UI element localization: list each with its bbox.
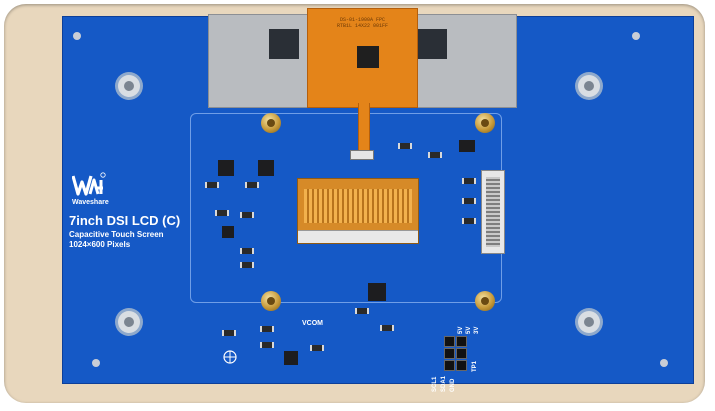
mounting-hole (118, 75, 140, 97)
product-subtitle: Capacitive Touch Screen 1024×600 Pixels (69, 230, 164, 250)
smd-component (462, 178, 476, 184)
transistor-ic (459, 140, 475, 152)
brass-standoff (261, 291, 281, 311)
smd-component (240, 248, 254, 254)
brass-standoff (475, 291, 495, 311)
smd-component (205, 182, 219, 188)
mcu-chip (368, 283, 386, 301)
mounting-hole (118, 311, 140, 333)
subtitle-line: Capacitive Touch Screen (69, 230, 164, 239)
corner-via (73, 32, 81, 40)
smd-component (355, 308, 369, 314)
smd-component (240, 262, 254, 268)
inductor (284, 351, 298, 365)
smd-component (245, 182, 259, 188)
corner-via (660, 359, 668, 367)
header-pin (456, 348, 467, 359)
subtitle-line: 1024×600 Pixels (69, 240, 131, 249)
regulator-ic (222, 226, 234, 238)
inductor (218, 160, 234, 176)
header-pin (456, 336, 467, 347)
product-title: 7inch DSI LCD (C) (69, 213, 181, 228)
fiducial-mark-icon (223, 350, 237, 364)
corner-via (632, 32, 640, 40)
smd-component (215, 210, 229, 216)
smd-component (462, 218, 476, 224)
mounting-hole (578, 75, 600, 97)
inductor (258, 160, 274, 176)
touch-controller-chip (357, 46, 379, 68)
small-connector (350, 150, 374, 160)
header-pin (444, 336, 455, 347)
header-label: 5V (466, 326, 472, 334)
header-pin (456, 360, 467, 371)
smd-component (240, 212, 254, 218)
brass-standoff (475, 113, 495, 133)
fpc-tail (358, 103, 370, 153)
smd-component (310, 345, 324, 351)
header-pin (444, 348, 455, 359)
connector-latch (298, 230, 418, 243)
brand-name: Waveshare (72, 199, 109, 206)
vcom-label: VCOM (302, 320, 323, 327)
smd-component (380, 325, 394, 331)
smd-component (222, 330, 236, 336)
header-label: SCL1 (432, 376, 438, 392)
smd-component (260, 342, 274, 348)
side-fpc-connector (481, 170, 505, 254)
dsi-ribbon-connector (297, 178, 419, 244)
smd-component (428, 152, 442, 158)
mounting-hole (578, 311, 600, 333)
glass-component (269, 29, 299, 59)
corner-via (92, 359, 100, 367)
header-label: 3V (474, 326, 480, 334)
header-label: GND (450, 378, 456, 392)
smd-component (462, 198, 476, 204)
header-label: SDA1 (441, 375, 447, 392)
touch-fpc: DS-01-1900A FPC RTB1L 14X22 001FF (307, 8, 418, 108)
ribbon-contacts (304, 189, 412, 223)
smd-component (398, 143, 412, 149)
fpc-marking: DS-01-1900A FPC RTB1L 14X22 001FF (336, 17, 388, 29)
brass-standoff (261, 113, 281, 133)
header-side-label: TP1 (472, 360, 478, 372)
header-label: 5V (458, 326, 464, 334)
smd-component (260, 326, 274, 332)
waveshare-logo-icon (72, 172, 106, 196)
header-pin (444, 360, 455, 371)
glass-component (417, 29, 447, 59)
